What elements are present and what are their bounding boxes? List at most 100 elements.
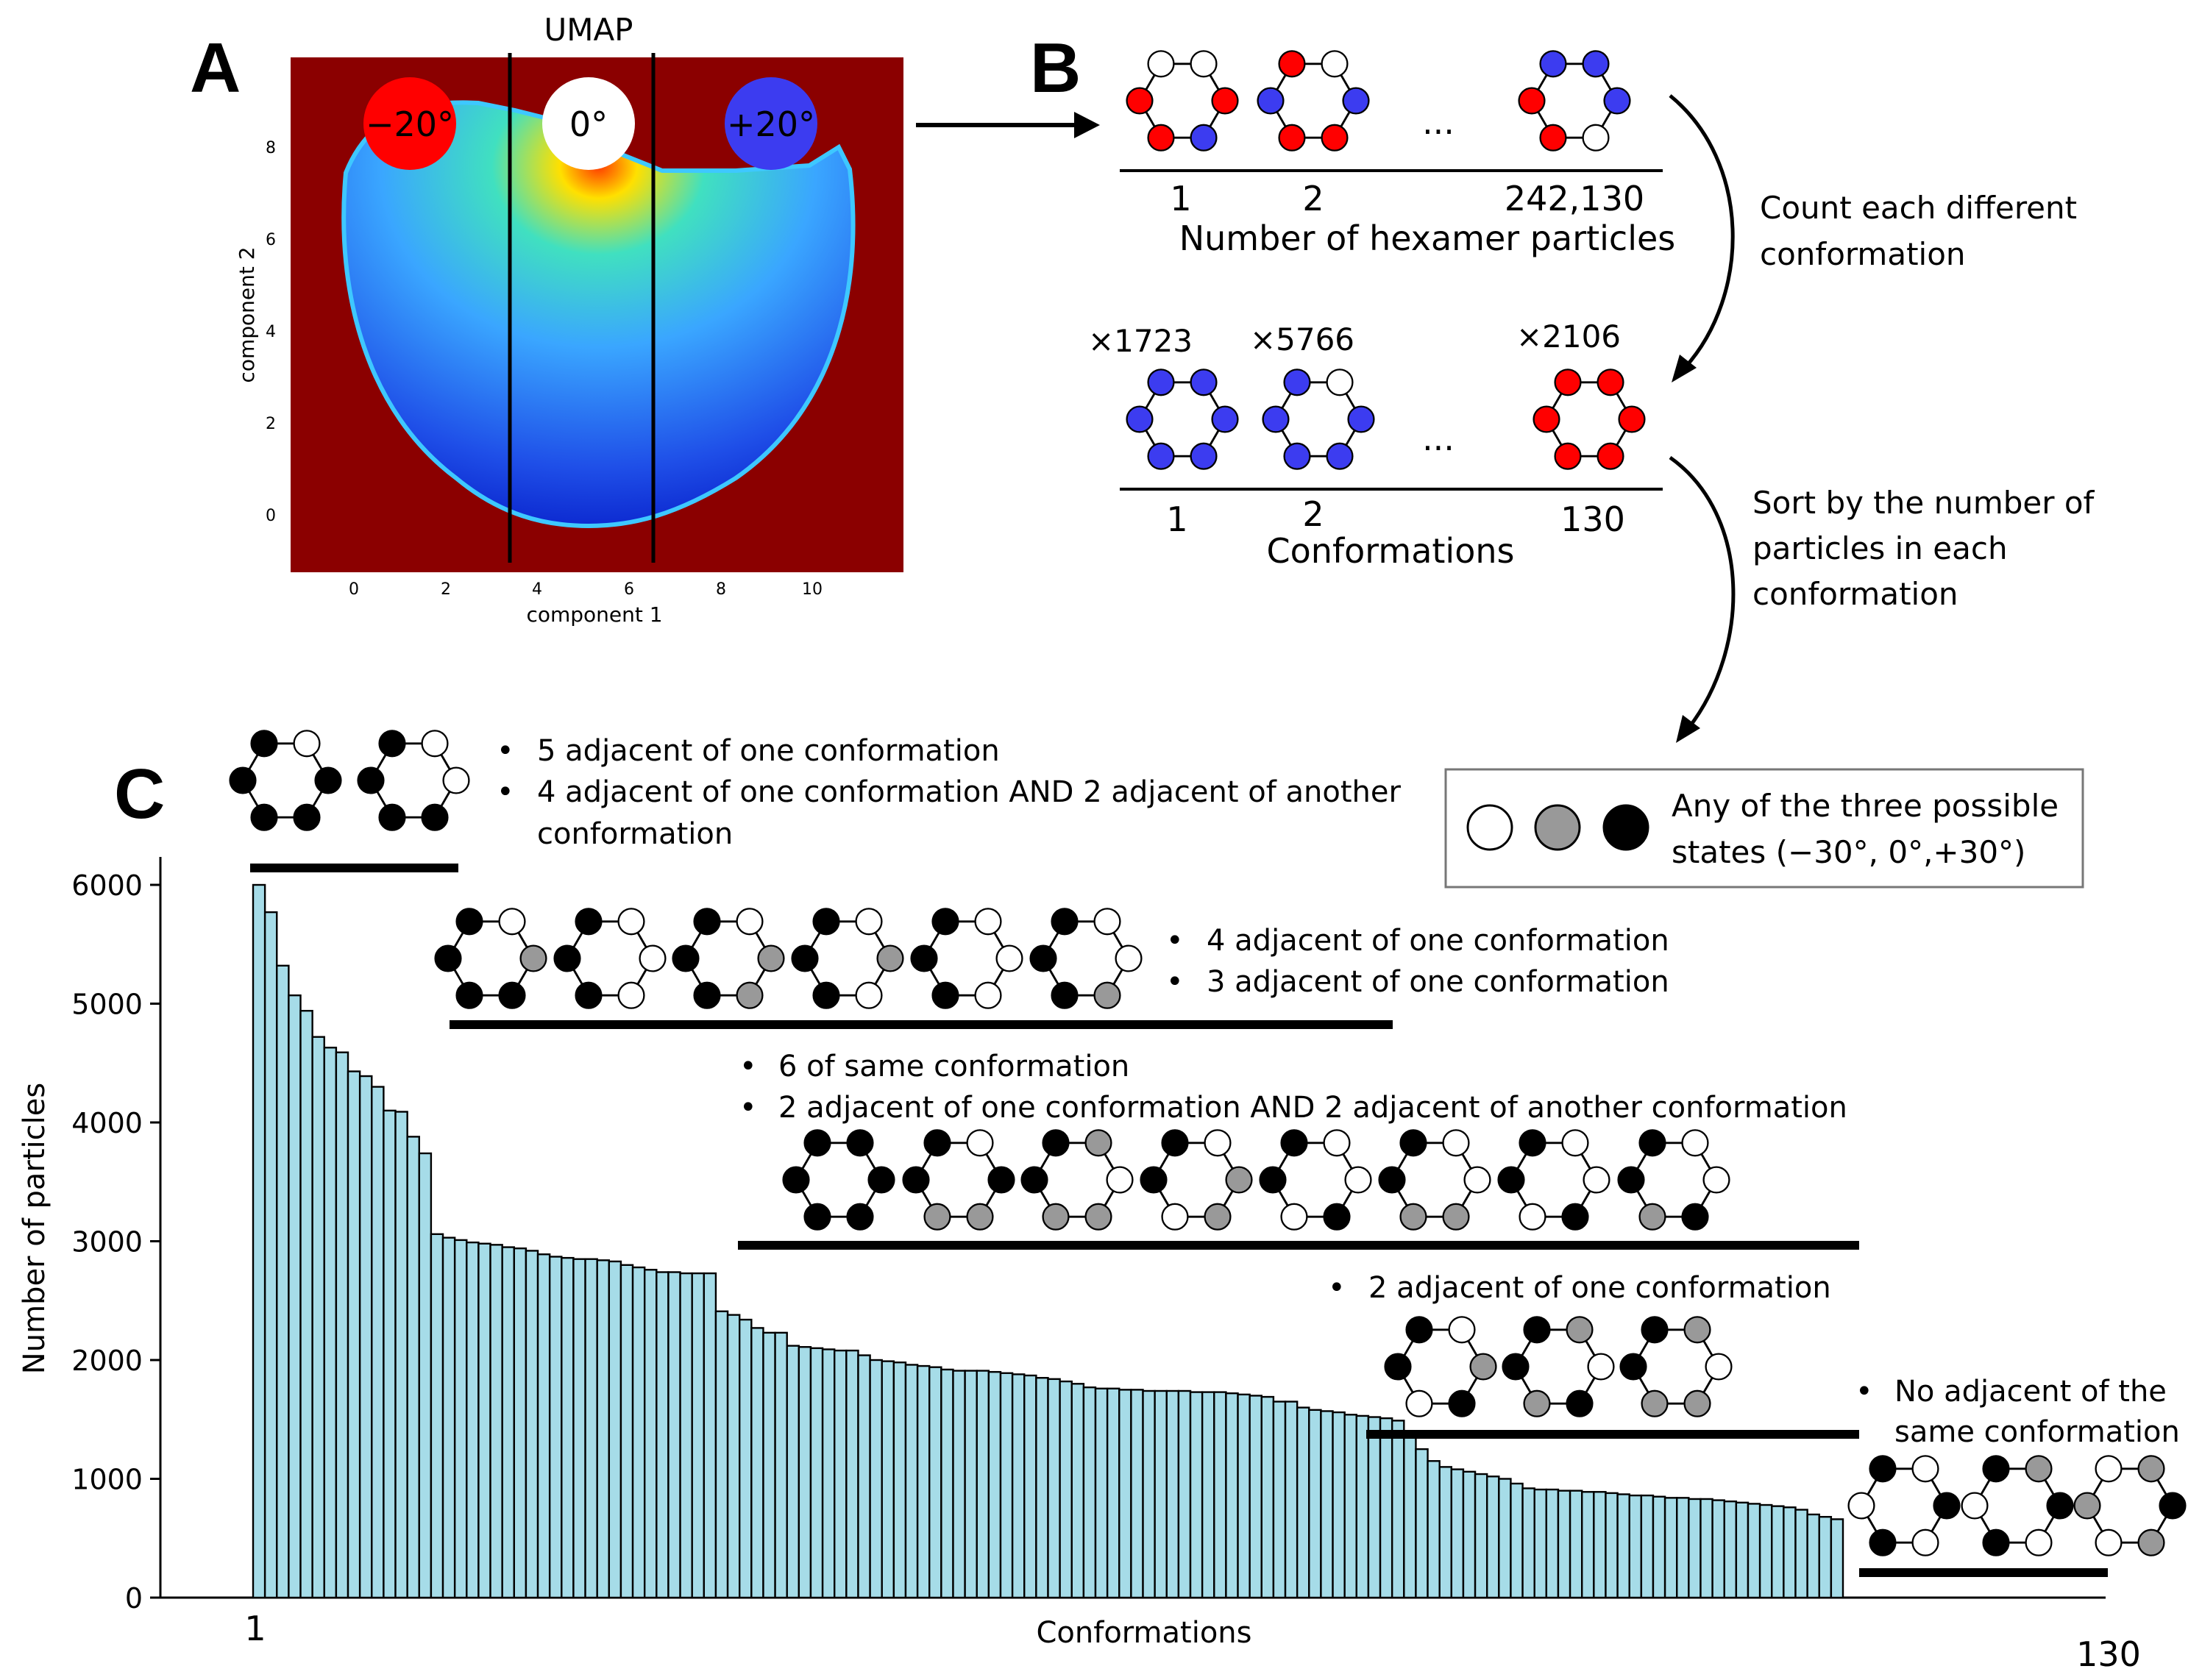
subunit-white [1582,124,1610,152]
particle-index-2: 2 [1302,179,1324,218]
bar [1498,1478,1512,1599]
bar [430,1233,444,1599]
umap-ytick: 2 [266,415,276,433]
subunit-gray [2137,1528,2165,1556]
subunit-black [693,908,721,936]
subunit-blue [1190,124,1218,152]
panel-b-hexamers [1126,50,1646,470]
x-tick-first: 1 [244,1609,266,1648]
step-count-line1: Count each different [1760,190,2077,226]
bar [323,1047,338,1599]
group-2-bullet-1: 4 adjacent of one conformation [1207,924,1669,958]
subunit-black [1561,1203,1589,1231]
subunit-white [442,766,470,794]
subunit-gray [519,944,547,972]
curved-arrow-sort [1669,455,1736,730]
subunit-gray [1638,1203,1666,1231]
subunit-black [846,1129,874,1157]
bar [1747,1503,1761,1599]
particles-caption: Number of hexamer particles [1179,218,1676,258]
subunit-black [434,944,462,972]
bar [1296,1406,1310,1599]
subunit-black [791,944,819,972]
subunit-red [1597,369,1624,396]
bar [584,1258,598,1599]
curved-arrow-count [1669,94,1735,369]
count-last: ×2106 [1516,318,1621,355]
legend-white-state [1466,804,1513,851]
group-2-bullets: • 4 adjacent of one conformation • 3 adj… [1166,924,1669,999]
subunit-black [1619,1353,1647,1381]
y-tick-label: 3000 [71,1226,143,1259]
bar [276,964,290,1599]
subunit-black [1982,1528,2010,1556]
subunit-blue [1262,405,1290,433]
subunit-black [1161,1129,1189,1157]
bar [1616,1493,1630,1599]
bar [786,1345,800,1599]
subunit-black [1051,981,1079,1009]
subunit-gray [1683,1389,1711,1417]
subunit-black [1399,1129,1427,1157]
subunit-gray [1683,1316,1711,1344]
subunit-white [1583,1166,1610,1194]
subunit-gray [1641,1389,1669,1417]
bar [1213,1391,1227,1599]
count-1: ×1723 [1088,323,1193,359]
panel-label-b: B [1030,29,1081,107]
subunit-black [1051,908,1079,936]
subunit-gray [1566,1316,1594,1344]
bar [596,1259,611,1599]
subunit-black [1259,1166,1287,1194]
bar [1332,1411,1346,1599]
subunit-black [421,803,449,831]
group-5-hexamer-2 [1961,1455,2074,1556]
y-tick-label: 0 [125,1582,143,1615]
bar [1628,1494,1643,1599]
subunit-gray [1399,1203,1427,1231]
subunit-black [1140,1166,1168,1194]
subunit-black [1378,1166,1406,1194]
bar [288,994,302,1599]
bar [536,1253,551,1599]
bar [1676,1497,1690,1599]
subunit-white [1161,1203,1189,1231]
bar [299,1009,313,1599]
bar [572,1258,586,1599]
subunit-black [1523,1316,1551,1344]
bar [703,1272,717,1599]
umap-xtick: 2 [441,580,451,599]
bar [916,1364,931,1599]
bar [477,1242,491,1599]
bar [656,1271,670,1599]
group-1-bullet-1: 5 adjacent of one conformation [537,734,1000,768]
bullet-dot: • [739,1050,757,1083]
bar [821,1348,836,1599]
subunit-black [2046,1492,2074,1520]
group-3-bullets: • 6 of same conformation • 2 adjacent of… [739,1050,1847,1125]
bar [1711,1499,1725,1599]
subunit-black [575,981,603,1009]
subunit-black [357,766,385,794]
bar [904,1364,919,1599]
bullet-dot: • [1166,924,1184,958]
subunit-black [812,908,840,936]
bar [1533,1488,1548,1599]
subunit-black [1869,1528,1897,1556]
umap-yticks: 0 2 4 6 8 [266,139,276,525]
umap-ytick: 0 [266,507,276,525]
bar [940,1368,954,1599]
umap-xtick: 4 [532,580,542,599]
bars [252,883,1844,1599]
subunit-white [1093,908,1121,936]
bullet-dot: • [1855,1375,1873,1409]
subunit-black [803,1129,831,1157]
bar [1023,1374,1037,1599]
subunit-black [902,1166,930,1194]
bar [976,1370,990,1599]
subunit-black [378,803,406,831]
bullet-dot: • [1328,1271,1346,1305]
conformation-index-last: 130 [1560,499,1625,539]
